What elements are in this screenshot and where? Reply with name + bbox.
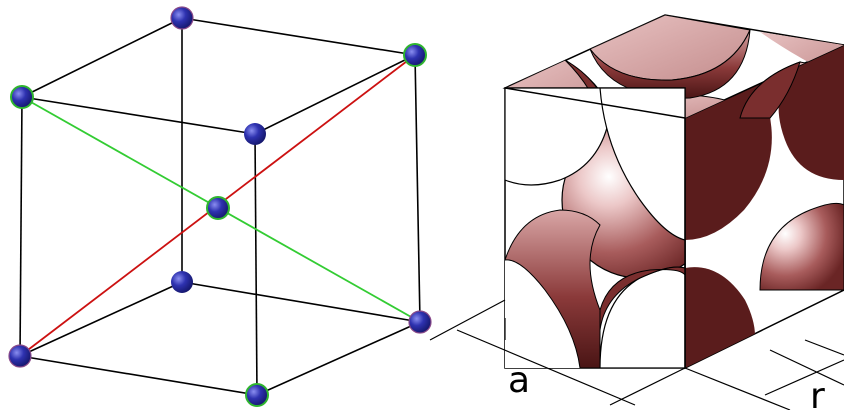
sphere-atom-icon [408,310,432,334]
sphere-atom-icon [8,344,32,368]
corner-sphere-cut [599,88,685,241]
sphere-atom-icon [170,6,194,30]
edge [181,281,421,323]
edge [19,96,23,357]
edge [21,96,256,135]
edge [181,17,416,56]
corner-sphere-cut [505,259,580,368]
sphere-atom-icon [10,85,34,109]
edge [254,133,258,396]
edge [256,321,421,396]
corner-sphere-section [778,45,844,180]
corner-sphere-shell [759,202,844,291]
sphere-atom-icon [245,383,269,407]
edge [21,17,183,98]
corner-sphere-section [685,84,772,240]
sphere-atom-icon [171,271,193,293]
edge [19,355,258,396]
dimension-r [684,339,844,410]
center-sphere-lower [599,266,685,331]
lattice-wireframe [19,17,421,396]
sphere-atom-icon [244,123,266,145]
dimension-a [429,299,686,406]
edge [254,54,416,135]
edge [414,54,421,323]
atoms [8,6,432,407]
sphere-atom-icon [206,196,230,220]
cube-edge [504,87,686,119]
edge [19,281,183,357]
corner-sphere-shell [505,209,601,368]
packed-sphere-cube [429,14,844,410]
corner-sphere-shell [739,61,801,119]
edge-length-label: a [508,360,530,401]
radius-label: r [810,376,825,410]
sphere-atom-icon [403,43,427,67]
